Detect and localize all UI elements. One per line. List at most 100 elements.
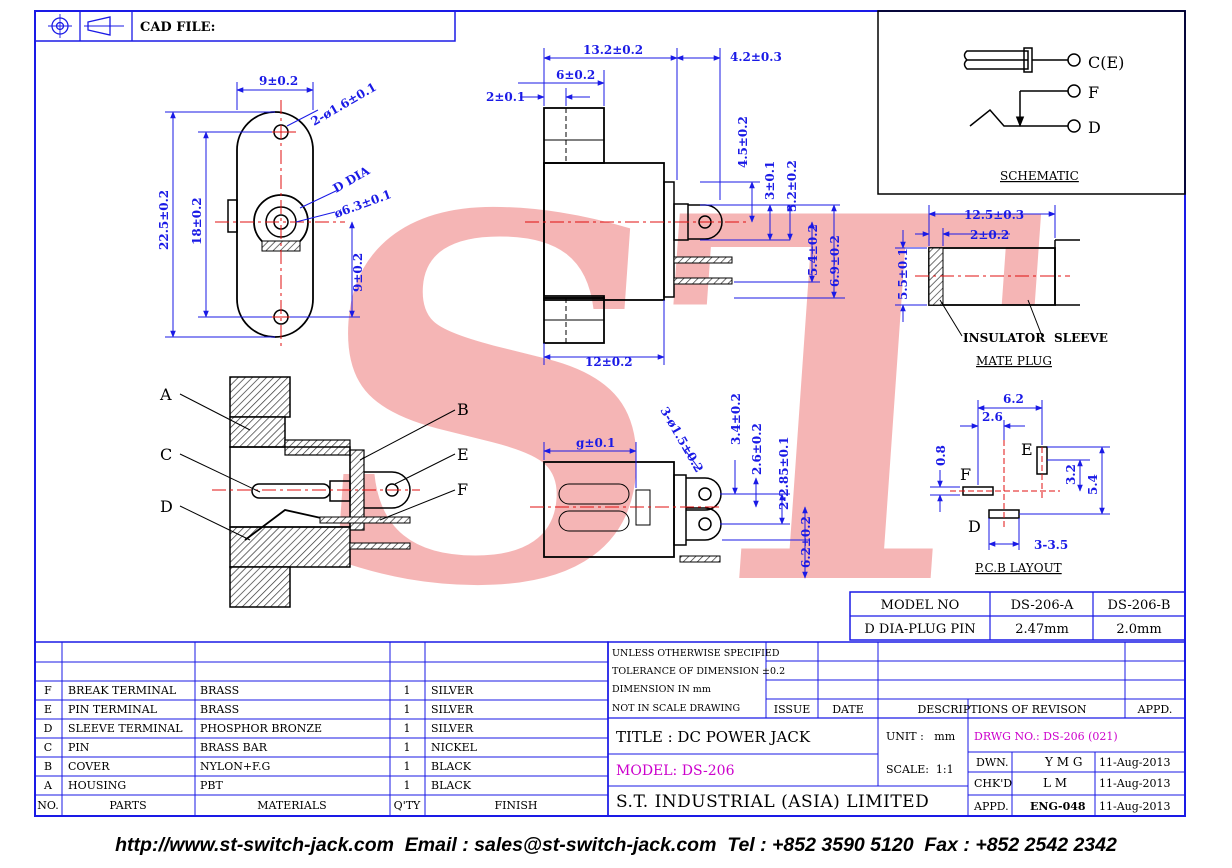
schematic-pin-d: D [1088, 118, 1101, 137]
parts-row-4-qty: 1 [404, 760, 411, 773]
parts-col-materials: MATERIALS [257, 799, 326, 812]
parts-row-0-finish: SILVER [431, 684, 474, 697]
section-label-b: B [457, 400, 469, 419]
contact-footer: http://www.st-switch-jack.com Email : sa… [115, 833, 1117, 856]
bottom-view: g±0.1 3-ø1.5±0.2 3.4±0.2 2.6±0.2 2-2.85±… [530, 393, 813, 579]
st-watermark: ST [289, 110, 1048, 697]
side-dim-54: 5.4±0.2 [806, 224, 820, 276]
parts-col-parts: PARTS [109, 799, 146, 812]
mate-plug-view: 12.5±0.3 2±0.2 5.5±0.1 INSULATOR SLEEVE … [895, 205, 1108, 368]
parts-col-no: NO. [37, 799, 59, 812]
bottom-dim-34: 3.4±0.2 [729, 393, 743, 445]
parts-col-qty: Q'TY [394, 799, 421, 812]
parts-row-3-part: PIN [68, 741, 90, 754]
parts-row-3-material: BRASS BAR [200, 741, 268, 754]
appd-date: 11-Aug-2013 [1099, 800, 1171, 813]
side-dim-45: 4.5±0.2 [736, 116, 750, 168]
parts-row-3-no: C [44, 741, 52, 754]
rev-header-desc: DESCRIPTIONS OF REVISON [917, 703, 1086, 716]
pcb-pin-e: E [1021, 440, 1033, 459]
pcb-dim-335: 3-3.5 [1034, 538, 1068, 552]
section-view: A B C E D F [159, 376, 469, 608]
bottom-dim-26: 2.6±0.2 [750, 423, 764, 475]
tolerance-line-2: DIMENSION IN mm [612, 684, 711, 695]
model-table-header-0: MODEL NO [881, 598, 960, 613]
parts-row-0-qty: 1 [404, 684, 411, 697]
side-dim-69: 6.9±0.2 [828, 235, 842, 287]
side-dim-2: 2±0.1 [486, 90, 525, 104]
pcb-dim-32: 3.2 [1064, 464, 1078, 485]
parts-row-5-no: A [43, 779, 53, 792]
plug-insulator-label: INSULATOR [963, 331, 1046, 345]
parts-col-finish: FINISH [494, 799, 537, 812]
parts-row-1-no: E [44, 703, 52, 716]
parts-row-5-qty: 1 [404, 779, 411, 792]
parts-row-4-no: B [44, 760, 52, 773]
plug-sleeve-label: SLEEVE [1054, 331, 1108, 345]
side-dim-12: 12±0.2 [585, 355, 633, 369]
side-dim-32: 3.2±0.2 [785, 160, 799, 212]
model-table-row-0: D DIA-PLUG PIN [864, 622, 975, 637]
plug-dim-2: 2±0.2 [970, 228, 1009, 242]
side-dim-right: 4.2±0.3 [730, 50, 782, 64]
section-label-a: A [159, 385, 172, 404]
parts-row-1-part: PIN TERMINAL [68, 703, 158, 716]
dwn-date: 11-Aug-2013 [1099, 756, 1171, 769]
schematic-title: SCHEMATIC [1000, 169, 1079, 183]
parts-row-1-qty: 1 [404, 703, 411, 716]
chk-label: CHK'D [974, 777, 1012, 790]
parts-row-2-no: D [44, 722, 53, 735]
pcb-pin-f: F [960, 465, 971, 484]
plug-dim-125: 12.5±0.3 [964, 208, 1024, 222]
plug-dim-55: 5.5±0.1 [896, 248, 910, 300]
schematic-pin-c: C(E) [1088, 53, 1124, 72]
appd-label: APPD. [973, 800, 1009, 813]
chk-date: 11-Aug-2013 [1099, 777, 1171, 790]
schematic-pin-f: F [1088, 83, 1099, 102]
pcb-dim-54: 5.4 [1086, 474, 1100, 495]
tolerance-line-3: NOT IN SCALE DRAWING [612, 703, 740, 714]
parts-row-0-no: F [44, 684, 52, 697]
tolerance-line-1: TOLERANCE OF DIMENSION ±0.2 [612, 666, 785, 677]
pcb-dim-26: 2.6 [982, 410, 1003, 424]
parts-row-5-part: HOUSING [68, 779, 126, 792]
parts-row-1-material: BRASS [200, 703, 239, 716]
parts-row-0-part: BREAK TERMINAL [68, 684, 177, 697]
drawing-model: MODEL: DS-206 [616, 763, 735, 779]
pcb-pin-d: D [968, 517, 981, 536]
title-block: UNLESS OTHERWISE SPECIFIED TOLERANCE OF … [607, 641, 1186, 817]
front-dim-pitch: 18±0.2 [190, 197, 204, 245]
parts-row-2-material: PHOSPHOR BRONZE [200, 722, 322, 735]
parts-row-1-finish: SILVER [431, 703, 474, 716]
projection-symbol-icon [48, 14, 124, 38]
header-strip: CAD FILE: [34, 10, 456, 42]
parts-row-3-qty: 1 [404, 741, 411, 754]
parts-row-5-finish: BLACK [431, 779, 472, 792]
cad-file-label: CAD FILE: [140, 20, 215, 35]
appd-value: ENG-048 [1030, 800, 1086, 813]
front-dim-width: 9±0.2 [259, 74, 298, 88]
company-name: S.T. INDUSTRIAL (ASIA) LIMITED [616, 792, 929, 812]
side-view: 13.2±0.2 4.2±0.3 6±0.2 2±0.1 4.5±0.2 3±0… [486, 43, 845, 369]
parts-row-2-qty: 1 [404, 722, 411, 735]
drawing-number: DRWG NO.: DS-206 (021) [974, 730, 1118, 743]
rev-header-date: DATE [832, 703, 864, 716]
tolerance-line-0: UNLESS OTHERWISE SPECIFIED [612, 648, 780, 659]
mate-plug-title: MATE PLUG [976, 354, 1052, 368]
pcb-layout-title: P.C.B LAYOUT [975, 561, 1062, 575]
model-table-row-1: 2.47mm [1015, 622, 1069, 637]
section-label-f: F [457, 480, 468, 499]
dwn-value: Y M G [1044, 755, 1082, 769]
parts-row-2-finish: SILVER [431, 722, 474, 735]
side-dim-total: 13.2±0.2 [583, 43, 643, 57]
bottom-dim-62: 6.2±0.2 [799, 516, 813, 568]
rev-header-appd: APPD. [1137, 703, 1173, 716]
chk-value: L M [1043, 776, 1067, 790]
parts-row-0-material: BRASS [200, 684, 239, 697]
scale-label: SCALE: 1:1 [886, 763, 954, 776]
section-label-c: C [160, 445, 172, 464]
dwn-label: DWN. [976, 756, 1009, 769]
parts-row-3-finish: NICKEL [431, 741, 478, 754]
rev-header-issue: ISSUE [774, 703, 811, 716]
parts-row-4-material: NYLON+F.G [200, 760, 270, 773]
